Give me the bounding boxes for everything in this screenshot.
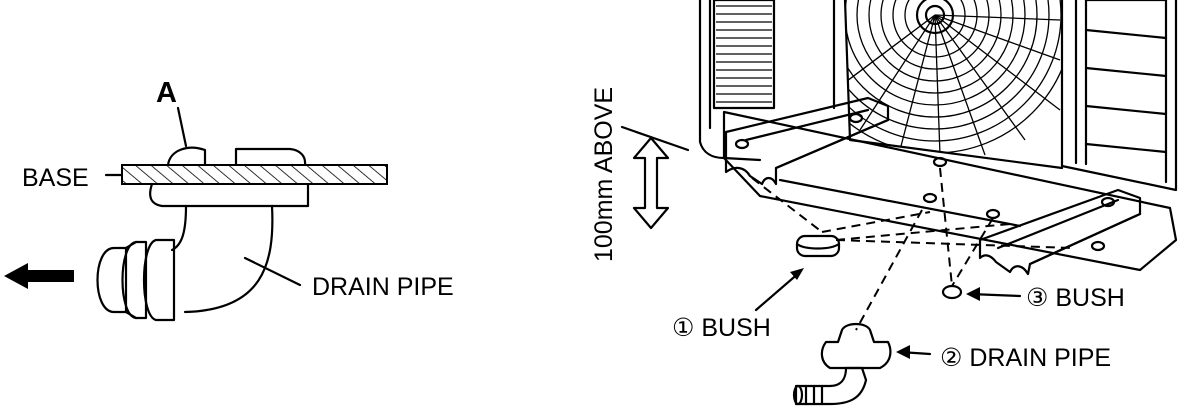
label-drain-pipe-2: ② DRAIN PIPE xyxy=(940,344,1111,372)
tab-a xyxy=(166,146,207,167)
leader-drain-pipe xyxy=(243,256,302,287)
base-tab xyxy=(234,147,307,167)
pipe-flange xyxy=(149,182,310,208)
plate-hole xyxy=(932,156,948,168)
label-bush-3: ③ BUSH xyxy=(1026,284,1125,312)
label-bush-1: ① BUSH xyxy=(672,314,771,342)
plate-hole xyxy=(922,192,938,204)
bottom-plate xyxy=(722,110,1178,272)
drain-pipe-2 xyxy=(792,322,892,406)
pipe-rib-outer xyxy=(96,246,128,314)
fan-grille xyxy=(843,0,1064,170)
bush-1 xyxy=(795,234,841,258)
base-plate xyxy=(121,164,388,185)
mounting-foot-left xyxy=(724,96,890,186)
side-panels xyxy=(1084,0,1168,184)
plate-hole xyxy=(985,208,1001,220)
assembly-guide-lines xyxy=(751,167,1073,331)
pipe-rib-middle xyxy=(121,240,148,320)
right-unit-view: 100mm ABOVE xyxy=(590,0,1178,406)
arrow-pointer-icon xyxy=(754,270,802,312)
pipe-rib-inner xyxy=(142,238,176,322)
label-a: A xyxy=(156,77,177,109)
arrow-left-icon xyxy=(4,263,74,289)
mounting-foot-right xyxy=(978,188,1142,276)
bush-3 xyxy=(941,284,963,300)
double-arrow-vertical-icon xyxy=(632,136,670,230)
left-section-view: A BASE DRAIN PIPE xyxy=(4,77,454,322)
drain-pipe-body xyxy=(183,204,274,314)
leader-a xyxy=(176,106,188,148)
label-height: 100mm ABOVE xyxy=(590,87,618,262)
label-drain-pipe: DRAIN PIPE xyxy=(312,273,454,301)
side-louvers xyxy=(712,0,776,110)
label-base: BASE xyxy=(22,164,89,192)
